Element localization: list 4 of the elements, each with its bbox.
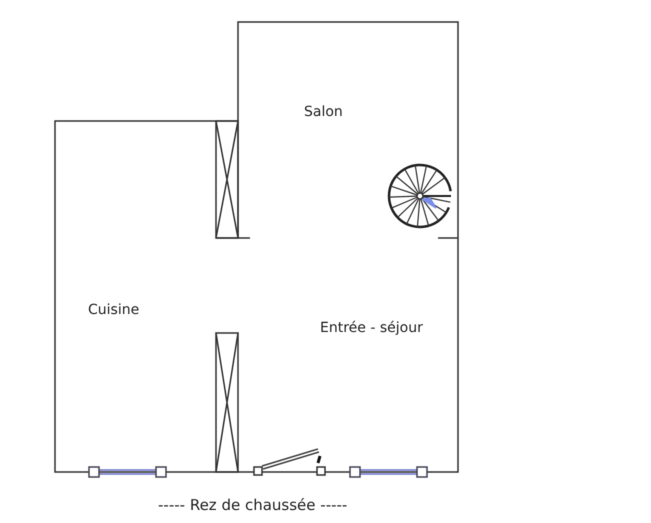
caption: ----- Rez de chaussée ----- <box>158 496 348 514</box>
room-label: Entrée - séjour <box>320 320 423 336</box>
room-label: Salon <box>304 104 343 120</box>
room-label: Cuisine <box>88 302 140 318</box>
